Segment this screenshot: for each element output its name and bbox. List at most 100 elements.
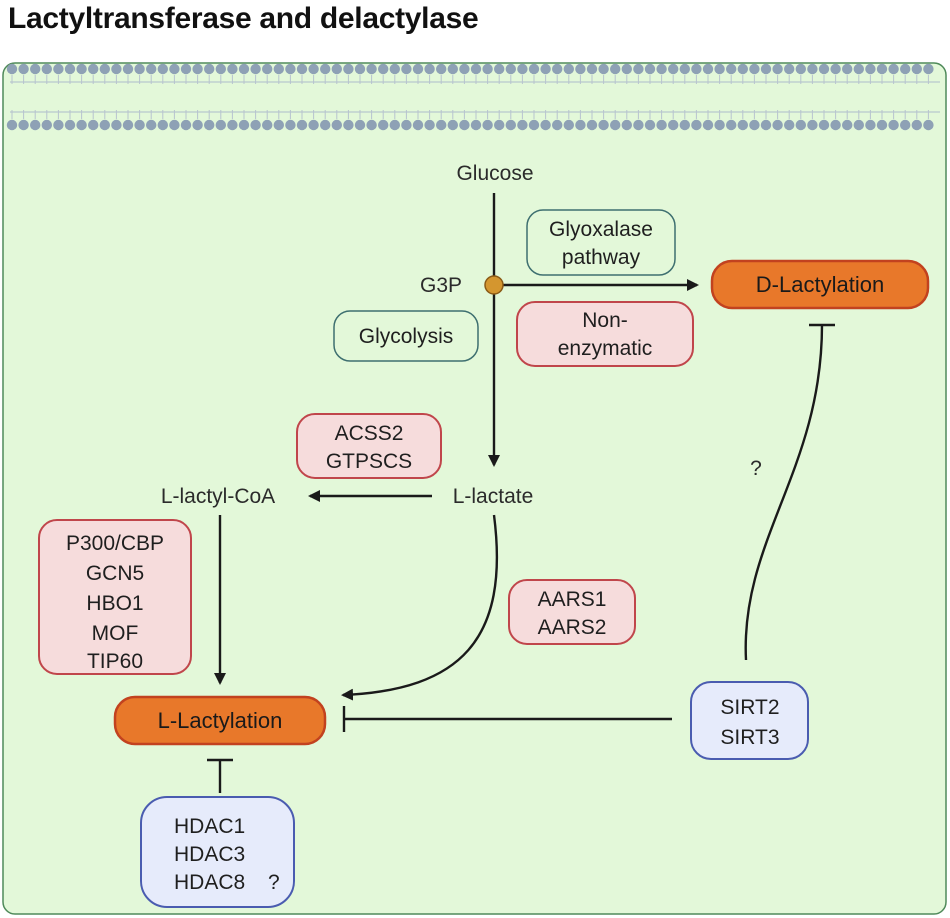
membrane-bead	[586, 119, 598, 131]
membrane-bead	[482, 63, 493, 75]
writer-tip60: TIP60	[87, 650, 143, 673]
writer-p300-cbp: P300/CBP	[66, 532, 164, 555]
membrane-bead	[389, 63, 400, 75]
membrane-bead	[702, 119, 714, 131]
hdac1-label: HDAC1	[174, 815, 245, 838]
membrane-bead	[238, 119, 250, 131]
membrane-bead	[621, 63, 632, 75]
membrane-bead	[64, 119, 76, 131]
membrane-bead	[842, 63, 853, 75]
membrane-bead	[853, 119, 864, 131]
glyoxalase-pathway-box: Glyoxalase pathway	[526, 209, 676, 276]
membrane-bead	[865, 63, 876, 75]
hdac3-label: HDAC3	[174, 843, 245, 866]
membrane-bead	[366, 119, 377, 131]
sirt2-label: SIRT2	[720, 696, 779, 719]
membrane-bead	[807, 119, 818, 131]
g3p-node	[484, 275, 504, 295]
membrane-bead	[169, 119, 180, 131]
membrane-bead	[795, 63, 806, 75]
membrane-bead	[378, 119, 389, 131]
membrane-bead	[644, 119, 656, 131]
membrane-bead	[505, 63, 516, 75]
membrane-bead	[354, 63, 366, 75]
membrane-bead	[749, 119, 760, 131]
writers-box: P300/CBP GCN5 HBO1 MOF TIP60	[38, 519, 192, 675]
membrane-bead	[784, 119, 795, 131]
membrane-bead	[134, 119, 145, 131]
membrane-bead	[807, 63, 818, 75]
membrane-bead	[111, 63, 122, 75]
connectors	[207, 193, 835, 793]
writer-gcn5: GCN5	[86, 562, 144, 585]
sirt-box: SIRT2 SIRT3	[690, 681, 809, 760]
membrane-bead	[528, 119, 540, 131]
membrane-bead	[470, 119, 482, 131]
membrane-bead	[30, 63, 41, 75]
acss2-label: ACSS2	[335, 422, 404, 445]
membrane-bead	[88, 119, 99, 131]
membrane-bead	[691, 119, 702, 131]
membrane-bead	[447, 63, 458, 75]
membrane-bead	[215, 63, 226, 75]
d-lactylation-node: D-Lactylation	[710, 259, 930, 310]
membrane-bead	[818, 63, 830, 75]
writer-mof: MOF	[92, 622, 139, 645]
membrane-bead	[18, 119, 29, 131]
membrane-bead	[6, 119, 18, 131]
membrane-bead	[134, 63, 145, 75]
membrane-bead	[621, 119, 632, 131]
membrane-bead	[285, 119, 296, 131]
membrane-bead	[389, 119, 400, 131]
aars1-label: AARS1	[538, 588, 607, 611]
membrane-bead	[331, 119, 342, 131]
membrane-bead	[273, 119, 284, 131]
membrane-bead	[146, 119, 157, 131]
membrane-bead	[795, 119, 806, 131]
membrane-bead	[262, 63, 273, 75]
membrane-bead	[679, 119, 690, 131]
glycolysis-box: Glycolysis	[333, 310, 479, 362]
glucose-label: Glucose	[456, 162, 533, 185]
membrane-bead	[401, 119, 412, 131]
membrane-bead	[702, 63, 714, 75]
membrane-bead	[598, 63, 609, 75]
membrane-bead	[250, 63, 261, 75]
membrane-bead	[53, 63, 64, 75]
membrane-bead	[633, 63, 644, 75]
membrane-bead	[122, 119, 134, 131]
membrane-bead	[424, 119, 435, 131]
membrane-bead	[296, 119, 308, 131]
membrane-bead	[876, 63, 888, 75]
membrane-bead	[262, 119, 273, 131]
membrane-bead	[41, 63, 52, 75]
membrane-bead	[285, 63, 296, 75]
membrane-bead	[354, 119, 366, 131]
membrane-bead	[772, 63, 783, 75]
membrane-bead	[540, 63, 551, 75]
membrane-bead	[227, 119, 238, 131]
membrane-bead	[691, 63, 702, 75]
membrane-bead	[668, 63, 679, 75]
membrane-bead	[679, 63, 690, 75]
membrane-bead	[470, 63, 482, 75]
membrane-bead	[633, 119, 644, 131]
membrane-bead	[668, 119, 679, 131]
membrane-bead	[99, 119, 111, 131]
membrane-bead	[900, 63, 911, 75]
membrane-bead	[552, 63, 563, 75]
membrane-bead	[6, 63, 18, 75]
membrane-bead	[18, 63, 29, 75]
membrane-bead	[296, 63, 308, 75]
aars2-label: AARS2	[538, 616, 607, 639]
membrane-bead	[436, 63, 447, 75]
membrane-bead	[76, 63, 87, 75]
aars-box: AARS1 AARS2	[508, 579, 636, 645]
sirt3-label: SIRT3	[720, 726, 779, 749]
membrane-bead	[215, 119, 226, 131]
membrane-bead	[830, 119, 841, 131]
membrane-bead	[888, 63, 899, 75]
membrane-bead	[53, 119, 64, 131]
membrane-bead	[911, 119, 922, 131]
